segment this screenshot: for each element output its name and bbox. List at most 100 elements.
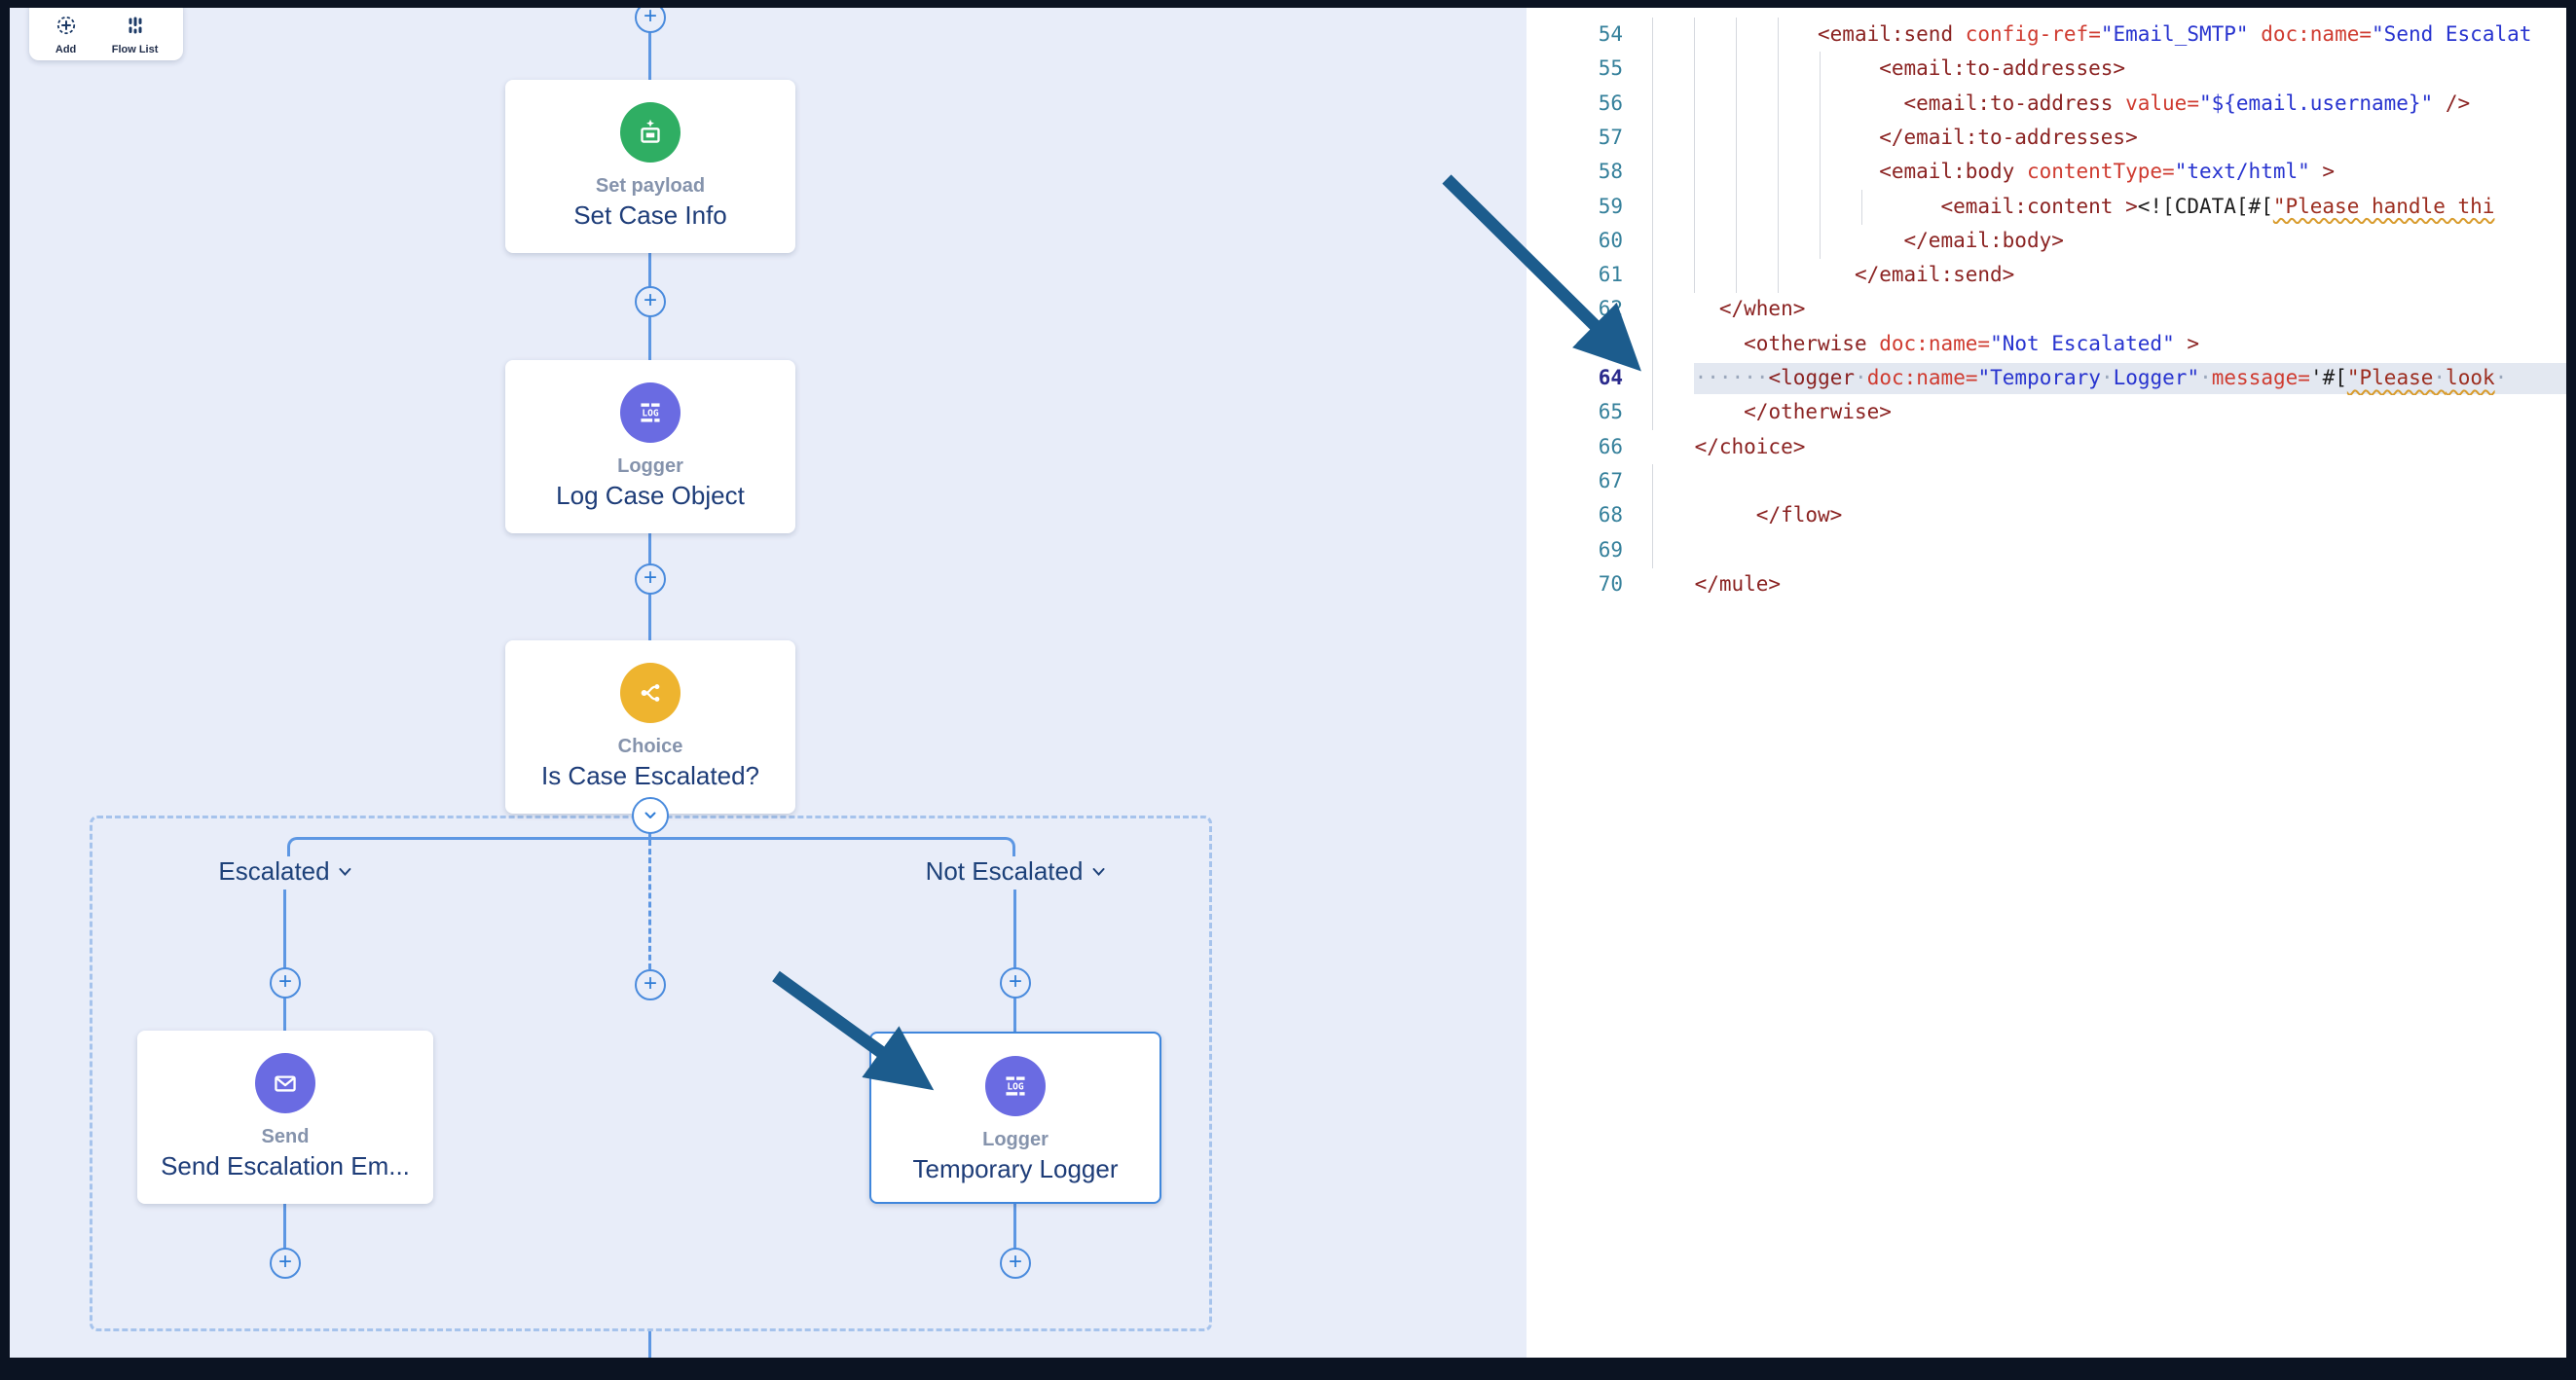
indent-guide	[1652, 189, 1653, 225]
code-line-55[interactable]: 55 <email:to-addresses>	[1527, 52, 2566, 88]
branch-label-text: Not Escalated	[925, 856, 1084, 886]
code-line-70[interactable]: 70 </mule>	[1527, 567, 2566, 602]
node-name: Send Escalation Em...	[161, 1151, 410, 1180]
indent-guide	[1778, 223, 1779, 259]
indent-guide	[1736, 52, 1737, 88]
code-line-61[interactable]: 61 </email:send>	[1527, 258, 2566, 294]
line-number: 56	[1598, 91, 1623, 115]
choice-icon	[620, 663, 681, 723]
node-is-case-escalated[interactable]: Choice Is Case Escalated?	[505, 640, 795, 814]
indent-guide	[1778, 258, 1779, 294]
indent-guide	[1778, 155, 1779, 191]
chevron-down-icon	[1092, 867, 1105, 876]
flow-list-button-label: Flow List	[111, 44, 159, 55]
line-number: 55	[1598, 56, 1623, 81]
connector	[283, 1204, 286, 1250]
code-text: <otherwise doc:name="Not Escalated" >	[1744, 331, 2200, 355]
add-button[interactable]: Add	[55, 14, 78, 55]
flow-list-button[interactable]: Flow List	[111, 14, 159, 55]
email-icon	[255, 1053, 315, 1113]
collapse-scope-button[interactable]	[632, 797, 669, 834]
node-log-case-object[interactable]: LOG Logger Log Case Object	[505, 360, 795, 533]
add-step-button[interactable]: +	[1000, 967, 1031, 999]
node-set-case-info[interactable]: Set payload Set Case Info	[505, 80, 795, 253]
code-line-62[interactable]: 62 </when>	[1527, 292, 2566, 328]
indent-guide	[1652, 86, 1653, 122]
indent-guide	[1736, 258, 1737, 294]
code-line-58[interactable]: 58 <email:body contentType="text/html" >	[1527, 155, 2566, 191]
code-line-57[interactable]: 57 </email:to-addresses>	[1527, 120, 2566, 156]
branch-label-escalated[interactable]: Escalated	[208, 856, 362, 887]
svg-text:LOG: LOG	[642, 409, 658, 419]
code-line-60[interactable]: 60 </email:body>	[1527, 223, 2566, 259]
code-line-64[interactable]: 64 ······<logger·doc:name="Temporary·Log…	[1527, 361, 2566, 396]
indent-guide	[1778, 52, 1779, 88]
line-number: 69	[1598, 537, 1623, 562]
branch-label-text: Escalated	[218, 856, 330, 886]
indent-guide	[1694, 189, 1695, 225]
indent-guide	[1652, 463, 1653, 499]
line-number: 67	[1598, 468, 1623, 492]
line-number: 63	[1598, 331, 1623, 355]
node-type-label: Set payload	[595, 175, 706, 197]
code-line-56[interactable]: 56 <email:to-address value="${email.user…	[1527, 86, 2566, 122]
current-line-highlight	[1694, 363, 2566, 394]
node-name: Log Case Object	[556, 481, 745, 510]
connector	[1013, 1204, 1016, 1250]
node-send-escalation-email[interactable]: Send Send Escalation Em...	[137, 1031, 433, 1204]
indent-guide	[1820, 120, 1821, 156]
line-number: 68	[1598, 503, 1623, 527]
code-text: </mule>	[1694, 571, 1782, 596]
code-line-63[interactable]: 63 <otherwise doc:name="Not Escalated" >	[1527, 326, 2566, 362]
code-line-69[interactable]: 69	[1527, 532, 2566, 568]
code-line-65[interactable]: 65 </otherwise>	[1527, 395, 2566, 431]
indent-guide	[1652, 258, 1653, 294]
code-text: </choice>	[1694, 434, 1806, 458]
connector	[283, 997, 286, 1031]
add-step-button[interactable]: +	[635, 286, 666, 317]
code-line-66[interactable]: 66 </choice>	[1527, 430, 2566, 465]
flow-list-icon	[124, 14, 147, 42]
node-name: Set Case Info	[573, 200, 727, 230]
code-line-59[interactable]: 59 <email:content ><![CDATA[#["Please ha…	[1527, 189, 2566, 225]
line-number: 60	[1598, 228, 1623, 252]
add-step-button[interactable]: +	[635, 8, 666, 33]
add-step-button[interactable]: +	[270, 1248, 301, 1279]
code-line-67[interactable]: 67	[1527, 463, 2566, 499]
code-line-68[interactable]: 68 </flow>	[1527, 498, 2566, 534]
indent-guide	[1694, 52, 1695, 88]
line-number: 65	[1598, 400, 1623, 424]
indent-guide	[1652, 326, 1653, 362]
add-plus-icon	[55, 14, 78, 42]
line-number: 59	[1598, 194, 1623, 218]
node-name: Temporary Logger	[912, 1154, 1119, 1183]
indent-guide	[1778, 120, 1779, 156]
line-number: 70	[1598, 571, 1623, 596]
indent-guide	[1736, 120, 1737, 156]
xml-code-editor[interactable]: 54 <email:send config-ref="Email_SMTP" d…	[1527, 8, 2566, 1358]
code-line-54[interactable]: 54 <email:send config-ref="Email_SMTP" d…	[1527, 18, 2566, 53]
connector	[1013, 997, 1016, 1032]
line-number: 66	[1598, 434, 1623, 458]
add-button-label: Add	[55, 44, 77, 55]
indent-guide	[1820, 223, 1821, 259]
indent-guide	[1652, 120, 1653, 156]
node-temporary-logger[interactable]: LOG Logger Temporary Logger	[869, 1032, 1161, 1204]
indent-guide	[1652, 361, 1653, 396]
code-text: </email:to-addresses>	[1879, 125, 2138, 149]
line-number: 54	[1598, 22, 1623, 46]
flow-canvas[interactable]: Add Flow List Escalated Not Escalated	[10, 8, 1527, 1358]
indent-guide	[1652, 18, 1653, 53]
branch-label-not-escalated[interactable]: Not Escalated	[915, 856, 1116, 887]
indent-guide	[1778, 189, 1779, 225]
logger-icon: LOG	[985, 1056, 1046, 1116]
indent-guide	[1778, 86, 1779, 122]
add-step-button[interactable]: +	[1000, 1248, 1031, 1279]
add-step-button[interactable]: +	[270, 967, 301, 999]
add-step-button[interactable]: +	[635, 563, 666, 595]
indent-guide	[1694, 223, 1695, 259]
add-branch-button[interactable]: +	[635, 969, 666, 1000]
connector	[648, 8, 651, 80]
indent-guide	[1694, 120, 1695, 156]
svg-text:LOG: LOG	[1007, 1082, 1023, 1093]
